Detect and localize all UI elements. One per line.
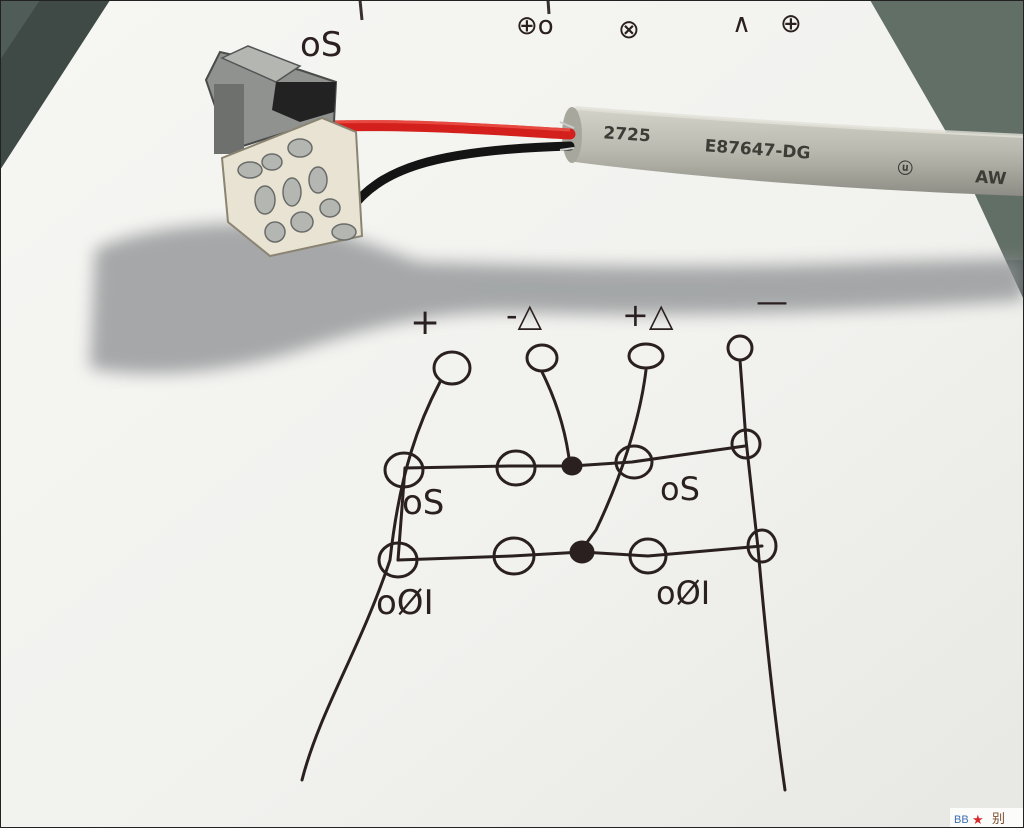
pin-label-data-plus: +△ bbox=[622, 296, 674, 334]
red-wire bbox=[324, 120, 576, 140]
wiring-sketch: + -△ +△ — oS oS oØI bbox=[300, 282, 788, 792]
top-note-right-3: ∧ bbox=[732, 9, 751, 39]
cable-print-3: ⓤ bbox=[897, 159, 913, 178]
usb-connector bbox=[204, 45, 364, 258]
watermark-star: ★ bbox=[972, 812, 984, 827]
top-note-right-4: ⊕ bbox=[780, 9, 802, 39]
black-wire bbox=[345, 141, 575, 215]
cable-print-4: AW bbox=[975, 167, 1008, 189]
watermark-part-2: 别 bbox=[992, 811, 1005, 826]
solder-joints bbox=[237, 138, 357, 243]
usb-cable: 2725 E87647-DG ⓤ AW bbox=[562, 106, 1024, 196]
pin-circle-vcc bbox=[432, 350, 472, 386]
wires bbox=[324, 120, 576, 215]
board-label-upper-left: oS bbox=[402, 483, 444, 523]
watermark: BB ★ 别 bbox=[950, 808, 1024, 828]
cable-print: 2725 E87647-DG ⓤ AW bbox=[603, 123, 1008, 189]
pin-circle-data-plus bbox=[627, 342, 665, 370]
cast-shadow bbox=[90, 222, 1024, 374]
top-note-left: oS bbox=[300, 25, 342, 65]
top-note-right-1: ⊕o bbox=[516, 11, 554, 41]
board-label-upper-right: oS bbox=[660, 470, 700, 508]
board-label-lower-left: oØI bbox=[376, 583, 434, 623]
pin-label-data-minus: -△ bbox=[506, 296, 543, 334]
pin-label-vcc: + bbox=[410, 302, 440, 343]
watermark-part-1: BB bbox=[954, 814, 969, 826]
cable-print-1: 2725 bbox=[603, 123, 652, 146]
board-label-lower-right: oØI bbox=[656, 574, 710, 612]
top-note: oS ⊕o ⊗ ∧ ⊕ bbox=[300, 0, 802, 65]
pin-label-ground: — bbox=[756, 282, 788, 320]
top-note-right-2: ⊗ bbox=[618, 15, 640, 45]
